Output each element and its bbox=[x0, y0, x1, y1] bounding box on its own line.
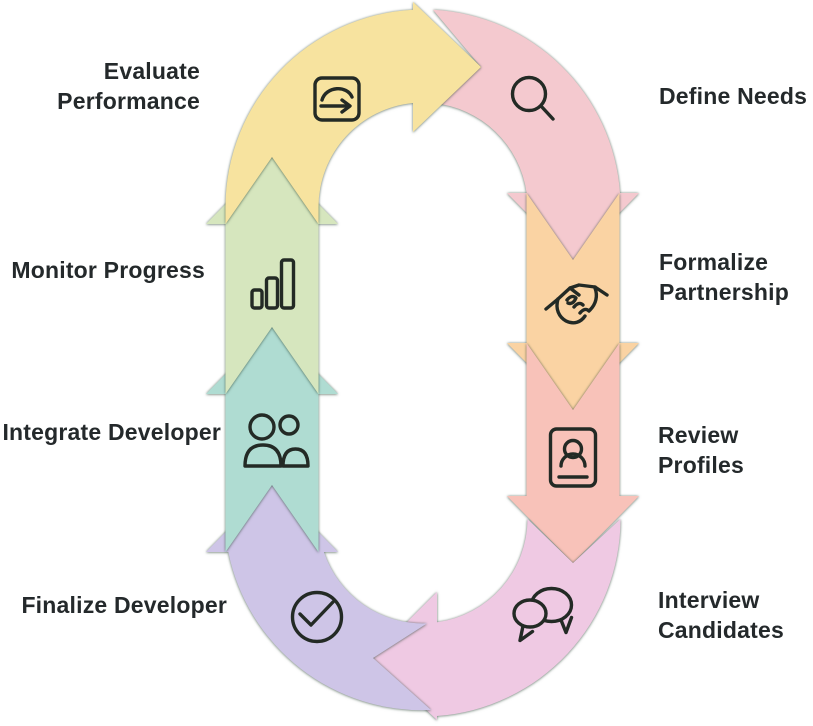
check-circle-icon bbox=[290, 590, 344, 644]
label-line: Interview bbox=[658, 587, 760, 613]
people-icon bbox=[243, 413, 310, 468]
arrow-segment-interview-candidates bbox=[371, 519, 621, 720]
label-formalize-partnership: Formalize Partnership bbox=[659, 247, 789, 307]
curved-arrow-box-icon bbox=[313, 76, 361, 122]
label-line: Define Needs bbox=[659, 83, 808, 109]
label-evaluate-performance: Evaluate Performance bbox=[57, 56, 200, 116]
chat-bubbles-icon bbox=[512, 586, 574, 643]
arrow-segment-define-needs bbox=[433, 9, 639, 260]
label-finalize-developer: Finalize Developer bbox=[21, 590, 227, 620]
label-line: Integrate Developer bbox=[2, 419, 221, 445]
label-line: Finalize Developer bbox=[21, 592, 227, 618]
search-icon bbox=[510, 75, 555, 121]
label-line: Review bbox=[658, 422, 739, 448]
bar-chart-icon bbox=[250, 258, 296, 310]
arrow-segment-integrate-developer bbox=[206, 327, 338, 552]
label-line: Profiles bbox=[658, 452, 744, 478]
arrow-segment-monitor-progress bbox=[206, 157, 338, 394]
label-line: Formalize bbox=[659, 249, 769, 275]
label-interview-candidates: Interview Candidates bbox=[658, 585, 784, 645]
label-review-profiles: Review Profiles bbox=[658, 420, 744, 480]
arrow-segment-finalize-developer bbox=[206, 485, 431, 711]
label-monitor-progress: Monitor Progress bbox=[11, 255, 205, 285]
id-card-icon bbox=[548, 427, 598, 488]
label-integrate-developer: Integrate Developer bbox=[2, 417, 221, 447]
label-line: Performance bbox=[57, 88, 200, 114]
label-define-needs: Define Needs bbox=[659, 81, 807, 111]
label-line: Partnership bbox=[659, 279, 790, 305]
label-line: Evaluate bbox=[103, 58, 200, 84]
arrow-segment-evaluate-performance bbox=[225, 2, 481, 224]
label-line: Monitor Progress bbox=[11, 257, 205, 283]
label-line: Candidates bbox=[658, 617, 784, 643]
handshake-icon bbox=[544, 283, 609, 325]
